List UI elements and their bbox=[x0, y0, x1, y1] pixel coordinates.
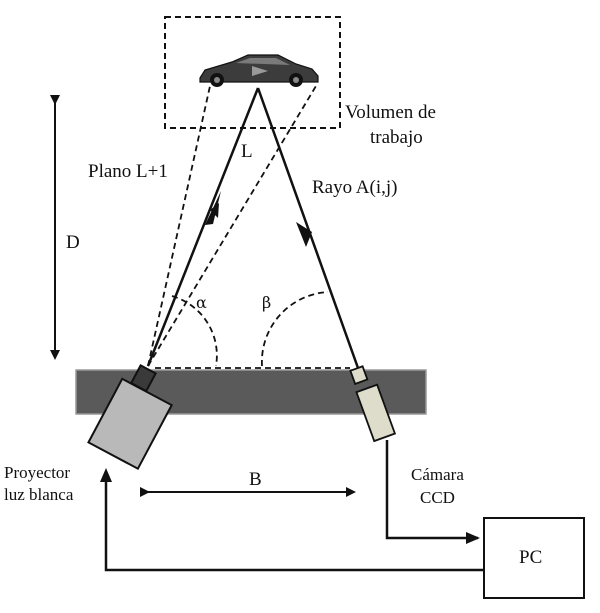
computer-box bbox=[483, 517, 585, 599]
l-label: L bbox=[241, 141, 253, 162]
work-volume-box bbox=[164, 16, 341, 129]
work-volume-label-2: trabajo bbox=[370, 127, 423, 148]
ray-label: Rayo A(i,j) bbox=[312, 177, 398, 198]
camera-pc-arrow bbox=[466, 532, 480, 544]
beta-label: β bbox=[262, 293, 271, 312]
pc-projector-arrow bbox=[100, 468, 112, 482]
camera-label-2: CCD bbox=[420, 488, 455, 507]
alpha-label: α bbox=[196, 293, 207, 312]
b-label: B bbox=[249, 469, 262, 490]
alpha-arc bbox=[171, 295, 218, 367]
camera-label-1: Cámara bbox=[411, 465, 464, 484]
car-icon bbox=[199, 54, 319, 87]
d-label: D bbox=[66, 232, 80, 253]
camera-icon bbox=[349, 365, 397, 443]
plane-label: Plano L+1 bbox=[88, 161, 168, 182]
plane-line-right bbox=[147, 85, 317, 367]
projector-label-1: Proyector bbox=[4, 463, 70, 482]
projector-label-2: luz blanca bbox=[4, 485, 74, 504]
projector-icon bbox=[87, 364, 174, 471]
pc-projector-cable bbox=[104, 480, 484, 572]
ray-camera-arrow bbox=[296, 222, 312, 247]
work-volume-label-1: Volumen de bbox=[345, 102, 436, 123]
beta-arc bbox=[261, 291, 329, 367]
pc-label: PC bbox=[519, 547, 542, 568]
ray-camera bbox=[256, 87, 360, 369]
plane-line-left bbox=[147, 85, 211, 367]
ray-projector bbox=[146, 87, 260, 367]
camera-pc-cable bbox=[385, 440, 478, 540]
